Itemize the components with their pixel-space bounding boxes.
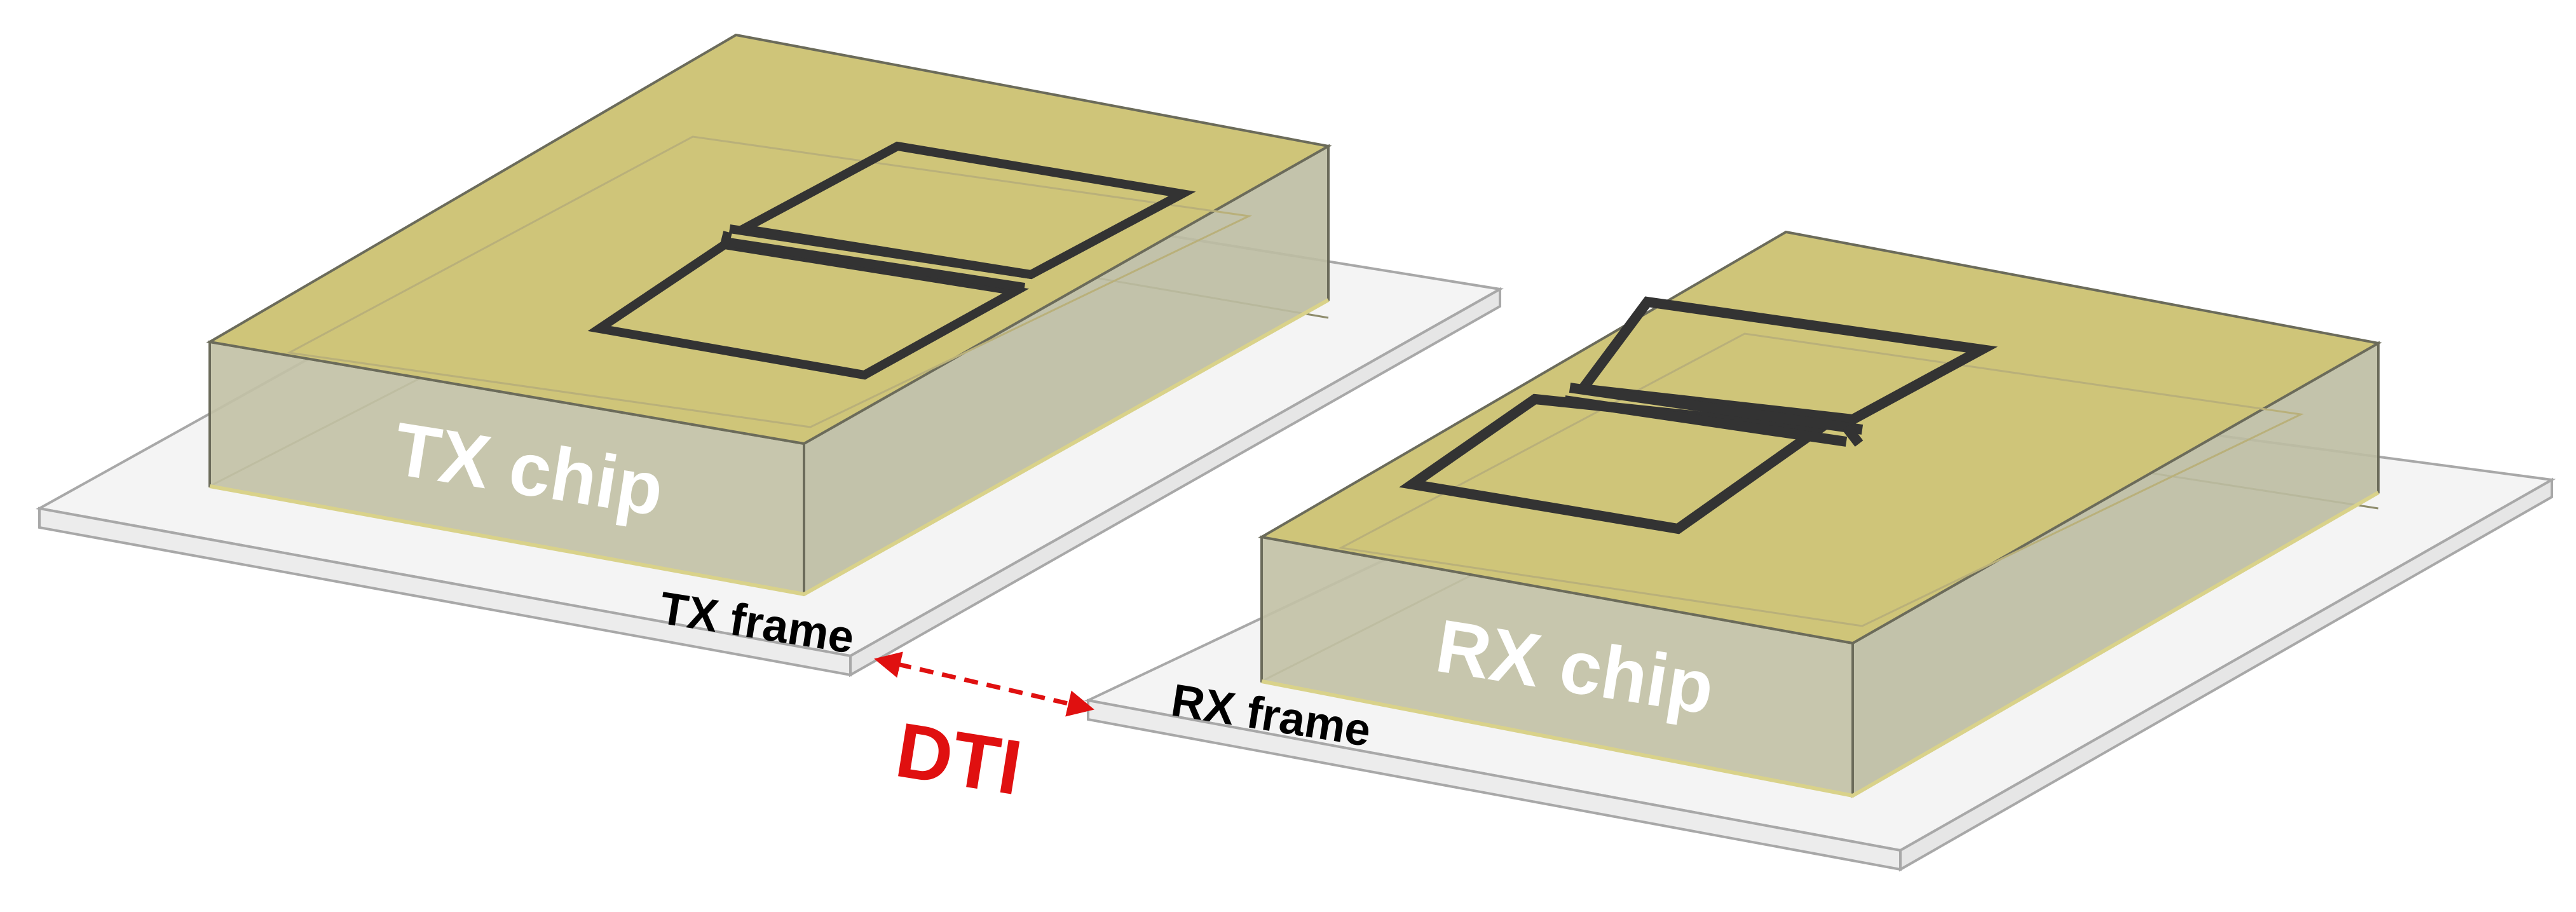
- tx-chip: [206, 33, 1332, 597]
- dti-arrow: [874, 651, 1094, 717]
- tx-frame-end: [849, 287, 1501, 677]
- rx-chip: [1258, 230, 2382, 798]
- dti-dimension: DTI: [874, 651, 1094, 811]
- dti-label: DTI: [890, 706, 1027, 811]
- tx-assembly: TX chip TX frame: [36, 33, 1504, 677]
- rx-frame-end: [1899, 477, 2553, 872]
- tx-coil: [587, 141, 1196, 380]
- rx-assembly: RX chip RX frame: [1084, 230, 2556, 872]
- tx-chip-top: [206, 33, 1332, 446]
- rx-coil: [1399, 296, 1998, 534]
